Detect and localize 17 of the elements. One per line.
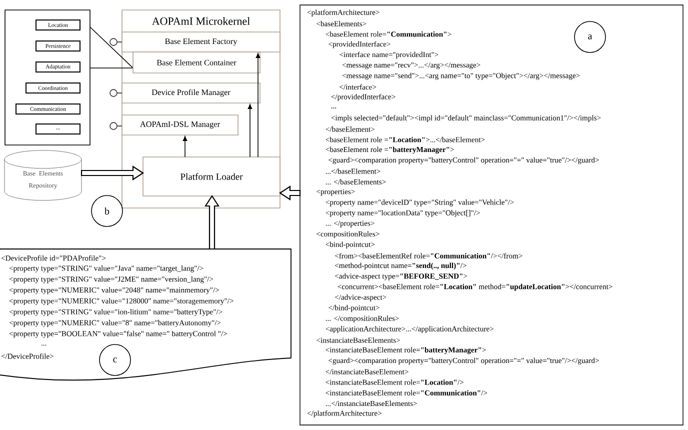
hollow-arrow [80,165,144,180]
component-box: Device Profile Manager [122,82,260,104]
component-box: AOPAmI-DSL Manager [122,114,238,136]
component-box: Platform Loader [142,156,280,196]
component-box: Base Element Factory [122,32,280,52]
callout-box [4,10,134,146]
component-box: Base Element Container [132,52,260,74]
callout-letter: b [91,195,123,227]
hollow-arrow [204,194,220,250]
arrow [182,136,188,158]
code-panel [300,4,684,426]
document-shape [0,248,292,381]
arrow [256,53,260,158]
arrow [248,104,252,158]
callout-letter: c [99,344,131,376]
callout-letter: a [574,21,606,53]
hollow-arrow [279,185,301,200]
